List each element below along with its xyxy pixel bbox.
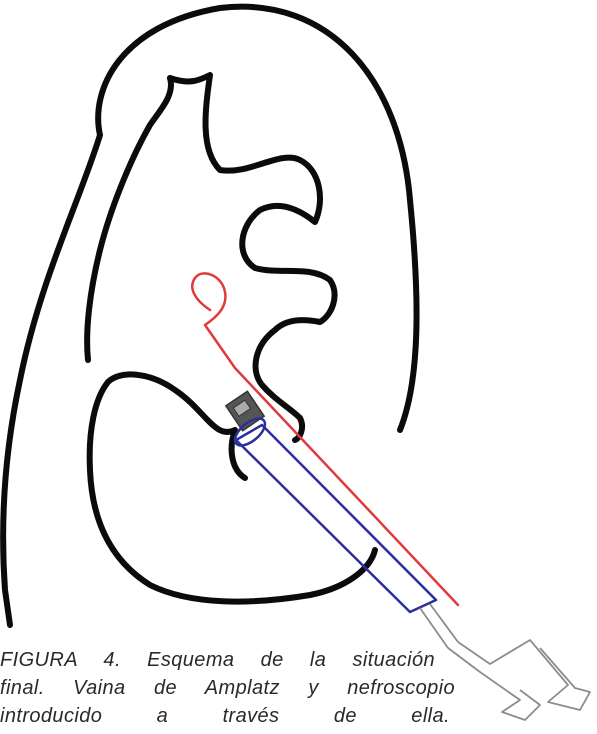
amplatz-sheath-icon bbox=[230, 414, 436, 612]
caption-line-2: final. Vaina de Amplatz y nefroscopio bbox=[0, 674, 455, 702]
caption-line-1: FIGURA 4. Esquema de la situación bbox=[0, 646, 435, 674]
figure-caption: FIGURA 4. Esquema de la situación final.… bbox=[0, 646, 470, 730]
caption-line-3: introducido a través de ella. bbox=[0, 702, 450, 730]
